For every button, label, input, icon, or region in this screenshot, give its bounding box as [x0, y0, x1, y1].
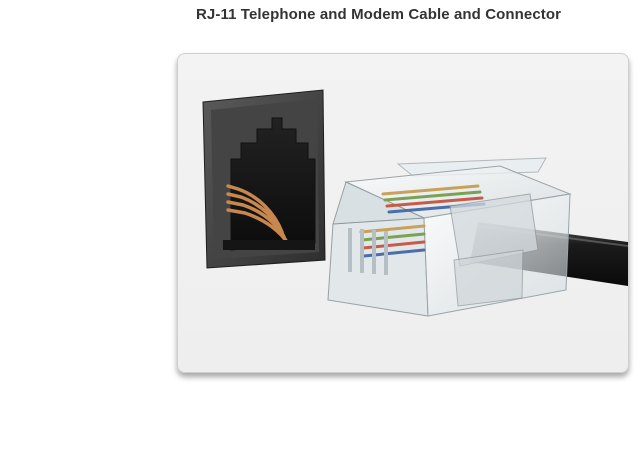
rj11-jack-icon	[202, 89, 326, 269]
page-title: RJ-11 Telephone and Modem Cable and Conn…	[196, 6, 562, 23]
connector-illustration	[202, 89, 628, 317]
rj11-plug-icon	[327, 157, 572, 317]
image-panel	[177, 53, 629, 373]
